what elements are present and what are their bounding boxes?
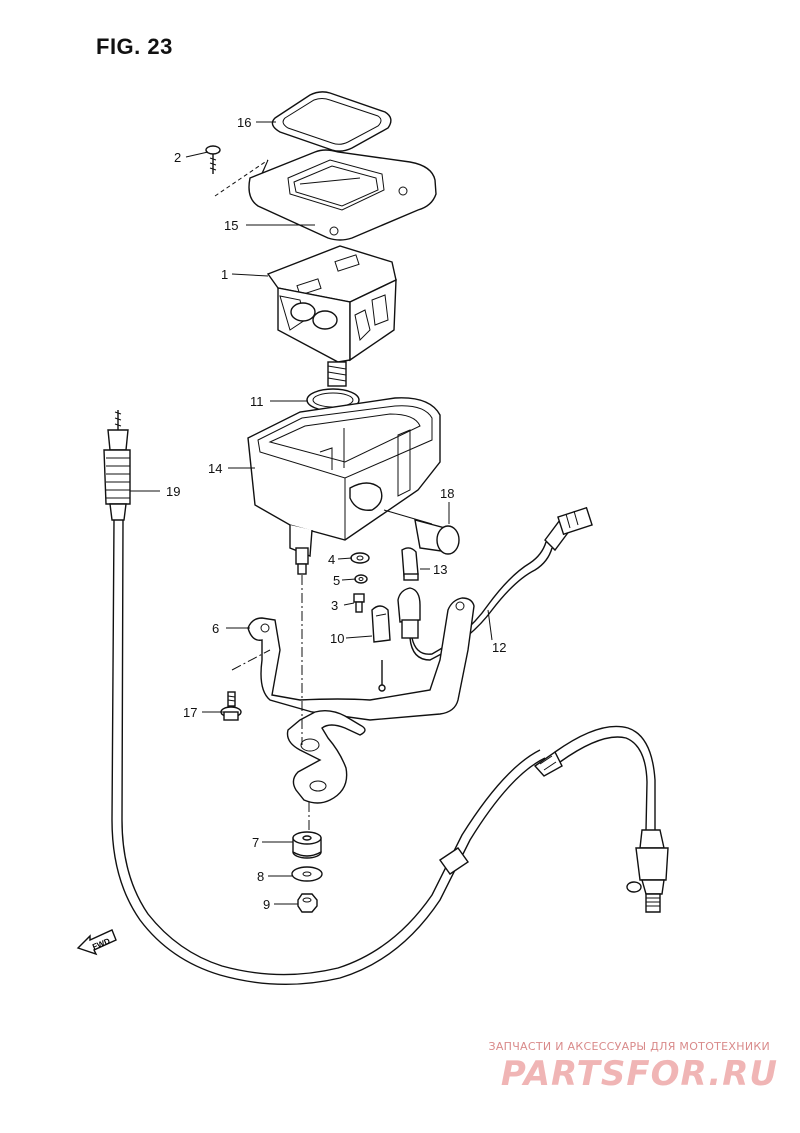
- part-2-screw: [205, 145, 269, 197]
- watermark-tagline: ЗАПЧАСТИ И АКСЕССУАРЫ ДЛЯ МОТОТЕХНИКИ: [488, 1040, 770, 1053]
- part-19-cable: [103, 410, 669, 985]
- callout-11: 11: [250, 394, 264, 409]
- callout-7: 7: [252, 835, 259, 850]
- callout-3: 3: [331, 598, 338, 613]
- part-1-speedometer: [266, 245, 397, 387]
- leader-lines: [130, 121, 493, 905]
- part-7-cushion: [292, 831, 322, 859]
- assembly-lines: [231, 575, 310, 830]
- watermark-logo: PARTSFOR.RU: [500, 1054, 778, 1094]
- callout-4: 4: [328, 552, 335, 567]
- callout-18: 18: [440, 486, 454, 501]
- callout-19: 19: [166, 484, 180, 499]
- callout-8: 8: [257, 869, 264, 884]
- callout-labels: 16 2 15 1 11 14 19 18 4 5 13 3 6 10 12 1…: [166, 115, 506, 912]
- callout-14: 14: [208, 461, 222, 476]
- callout-2: 2: [174, 150, 181, 165]
- callout-15: 15: [224, 218, 238, 233]
- part-16-gasket: [271, 91, 392, 152]
- part-3-screw: [353, 593, 365, 613]
- part-4-washer: [350, 552, 370, 564]
- callout-9: 9: [263, 897, 270, 912]
- part-10-socket: [371, 605, 391, 692]
- fwd-arrow-icon: FWD: [76, 929, 117, 956]
- part-8-washer: [291, 866, 323, 882]
- callout-6: 6: [212, 621, 219, 636]
- figure-title: FIG. 23: [96, 34, 173, 59]
- part-6-bracket: [247, 597, 475, 804]
- callout-10: 10: [330, 631, 344, 646]
- part-15-cover: [248, 149, 437, 241]
- callout-17: 17: [183, 705, 197, 720]
- part-5-washer: [354, 574, 368, 584]
- callout-13: 13: [433, 562, 447, 577]
- callout-16: 16: [237, 115, 251, 130]
- part-17-bolt: [220, 691, 242, 721]
- callout-5: 5: [333, 573, 340, 588]
- callout-12: 12: [492, 640, 506, 655]
- part-9-nut: [297, 893, 318, 913]
- part-12-harness: [397, 506, 593, 661]
- callout-1: 1: [221, 267, 228, 282]
- part-14-case: [247, 397, 441, 575]
- part-13-bulb: [401, 547, 419, 581]
- part-18-knob: [383, 509, 460, 555]
